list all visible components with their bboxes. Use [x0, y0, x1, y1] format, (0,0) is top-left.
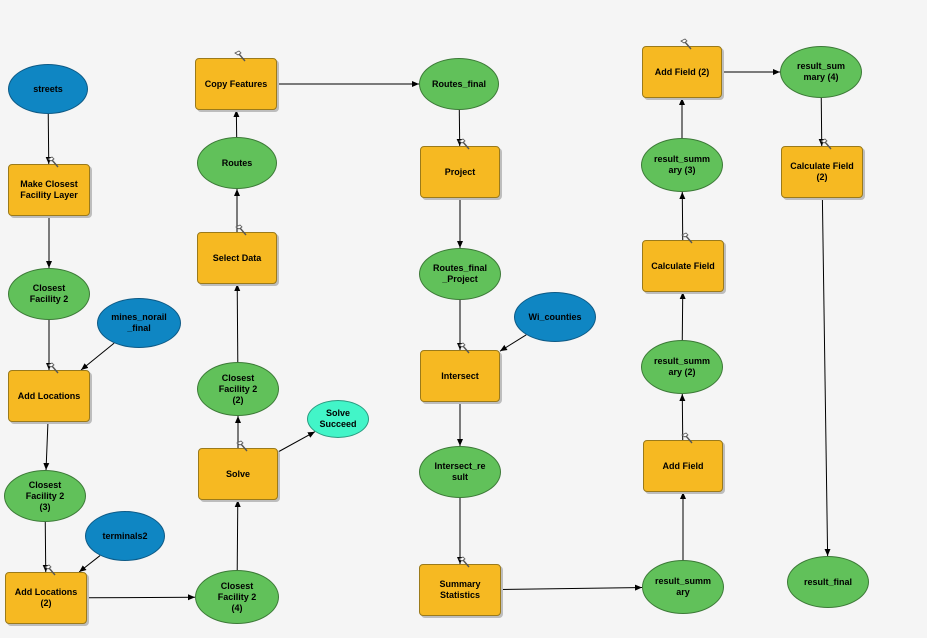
solve-tool[interactable]: Solve [198, 440, 278, 500]
project-tool[interactable]: Project [420, 138, 500, 198]
hammer-icon [235, 224, 247, 236]
closest-facility-2-3-node[interactable]: Closest Facility 2 (3) [4, 470, 86, 522]
closest-facility-2-node[interactable]: Closest Facility 2 [8, 268, 90, 320]
node-label: result_summ ary (3) [653, 154, 711, 175]
solve-succeed-node[interactable]: Solve Succeed [307, 400, 369, 438]
closest-facility-2-4-node[interactable]: Closest Facility 2 (4) [195, 570, 279, 624]
add-field-tool[interactable]: Add Field [643, 432, 723, 492]
routes-node[interactable]: Routes [197, 137, 277, 189]
closest-facility-2-2-node[interactable]: Closest Facility 2 (2) [197, 362, 279, 416]
node-label: Summary Statistics [439, 579, 481, 600]
connector-arrow [500, 584, 643, 591]
node-label: Routes_final _Project [432, 263, 487, 284]
hammer-icon [458, 138, 470, 150]
connector-arrow [234, 283, 241, 363]
node-label: result_final [803, 576, 852, 587]
node-label: Add Field [662, 460, 704, 471]
hammer-icon [47, 156, 59, 168]
routes-final-node[interactable]: Routes_final [419, 58, 499, 110]
node-label: Calculate Field [651, 260, 715, 271]
node-label: Add Locations (2) [14, 587, 78, 608]
hammer-icon [458, 342, 470, 354]
connector-arrow [86, 594, 196, 601]
routes-final-project-node[interactable]: Routes_final _Project [419, 248, 501, 300]
copy-features-tool[interactable]: Copy Features [195, 50, 277, 110]
connector-arrow [78, 555, 101, 573]
result-summary-3-node[interactable]: result_summ ary (3) [641, 138, 723, 192]
add-field-2-tool[interactable]: Add Field (2) [642, 38, 722, 98]
mines-norail-final-node[interactable]: mines_norail _final [97, 298, 181, 348]
make-closest-facility-layer-tool[interactable]: Make Closest Facility Layer [8, 156, 90, 216]
node-label: result_summ ary (2) [653, 356, 711, 377]
calculate-field-tool[interactable]: Calculate Field [642, 232, 724, 292]
hammer-icon [458, 556, 470, 568]
hammer-icon [44, 564, 56, 576]
connector-arrow [499, 334, 527, 352]
calculate-field-2-tool[interactable]: Calculate Field (2) [781, 138, 863, 198]
intersect-result-node[interactable]: Intersect_re sult [419, 446, 501, 498]
node-label: Make Closest Facility Layer [20, 179, 78, 200]
connector-arrow [80, 342, 115, 371]
result-summary-2-node[interactable]: result_summ ary (2) [641, 340, 723, 394]
node-label: Add Field (2) [654, 66, 710, 77]
node-label: result_sum mary (4) [796, 61, 846, 82]
add-locations-2-tool[interactable]: Add Locations (2) [5, 564, 87, 624]
connector-arrow [821, 197, 831, 557]
hammer-icon [681, 432, 693, 444]
streets-node[interactable]: streets [8, 64, 88, 114]
node-label: Solve Succeed [319, 408, 357, 429]
node-label: Select Data [212, 252, 262, 263]
result-final-node[interactable]: result_final [787, 556, 869, 608]
connector-arrow [277, 431, 316, 453]
node-label: Solve [225, 468, 250, 479]
wi-counties-node[interactable]: Wi_counties [514, 292, 596, 342]
add-locations-tool[interactable]: Add Locations [8, 362, 90, 422]
hammer-icon [680, 38, 692, 50]
terminals2-node[interactable]: terminals2 [85, 511, 165, 561]
node-label: Add Locations [17, 390, 81, 401]
hammer-icon [820, 138, 832, 150]
hammer-icon [236, 440, 248, 452]
node-label: Routes_final [431, 78, 486, 89]
node-label: Routes [221, 157, 253, 168]
node-label: streets [33, 83, 63, 94]
result-summary-4-node[interactable]: result_sum mary (4) [780, 46, 862, 98]
hammer-icon [681, 232, 693, 244]
node-label: Calculate Field (2) [790, 161, 854, 182]
node-label: Intersect_re sult [434, 461, 486, 482]
result-summary-node[interactable]: result_summ ary [642, 560, 724, 614]
connector-arrow [43, 421, 50, 471]
node-label: result_summ ary [654, 576, 712, 597]
node-label: mines_norail _final [111, 312, 167, 333]
node-label: Copy Features [204, 78, 268, 89]
node-label: Closest Facility 2 [29, 283, 69, 304]
node-label: Closest Facility 2 (4) [217, 580, 257, 613]
connector-arrow [234, 499, 241, 571]
node-label: Project [444, 166, 476, 177]
summary-statistics-tool[interactable]: Summary Statistics [419, 556, 501, 616]
select-data-tool[interactable]: Select Data [197, 224, 277, 284]
node-label: Closest Facility 2 (2) [218, 372, 258, 405]
intersect-tool[interactable]: Intersect [420, 342, 500, 402]
node-label: Closest Facility 2 (3) [25, 479, 65, 512]
hammer-icon [234, 50, 246, 62]
hammer-icon [47, 362, 59, 374]
node-label: Intersect [441, 370, 479, 381]
node-label: Wi_counties [528, 311, 582, 322]
node-label: terminals2 [102, 530, 148, 541]
